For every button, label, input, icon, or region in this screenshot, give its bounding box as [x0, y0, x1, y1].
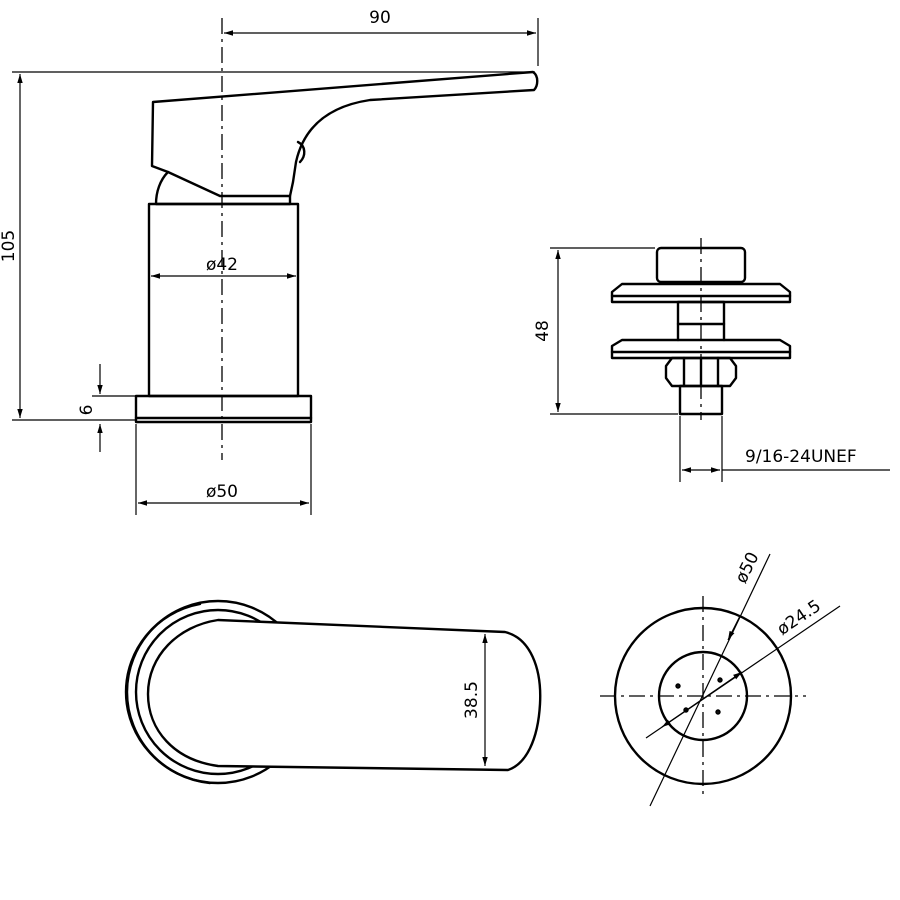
side-view-handle [150, 70, 539, 198]
dim-thread: 9/16-24UNEF [745, 447, 857, 467]
side-view-base [134, 394, 313, 424]
cartridge-view: 48 9/16-24UNEF [533, 238, 890, 482]
side-view: 90 105 ø42 6 ø50 [0, 8, 539, 515]
top-view: 38.5 [124, 599, 542, 785]
dim-handle-38-5: 38.5 [462, 681, 482, 719]
side-view-body [147, 202, 300, 398]
dim-width-90: 90 [369, 8, 391, 28]
top-view-handle [146, 618, 542, 772]
bottom-view: ø50 ø24.5 [600, 549, 841, 807]
cartridge-nut [664, 356, 738, 388]
dim-shank-48: 48 [533, 320, 553, 342]
dim-base-dia-50: ø50 [206, 482, 238, 502]
dim-height-105: 105 [0, 230, 19, 262]
dim-round-dia-50: ø50 [731, 549, 763, 587]
side-view-handle-notch [296, 140, 306, 164]
dim-base-6: 6 [77, 405, 97, 416]
dim-body-dia-42: ø42 [206, 255, 238, 275]
